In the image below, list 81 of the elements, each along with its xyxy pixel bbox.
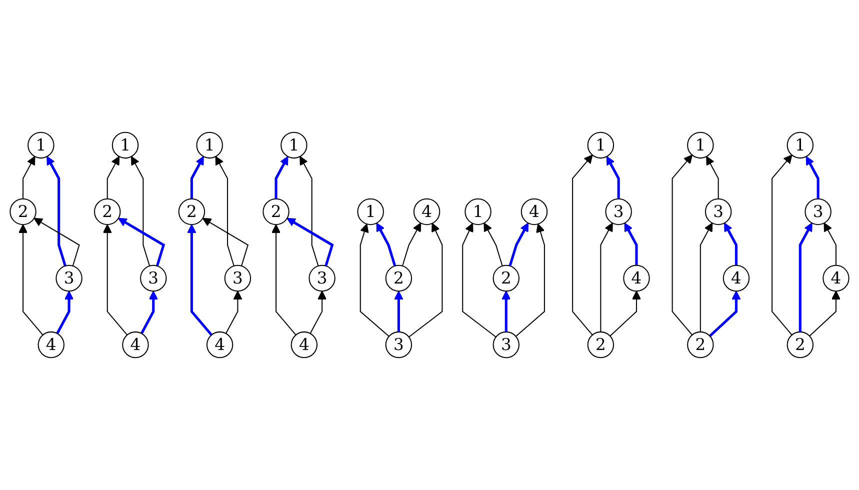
arrow — [772, 154, 792, 336]
arrow — [708, 290, 741, 337]
node-circle: 1 — [687, 132, 714, 159]
arrow — [286, 218, 334, 266]
arrow — [34, 218, 80, 266]
arrow — [572, 154, 593, 336]
node-circle: 1 — [112, 132, 139, 159]
node-circle: 3 — [308, 264, 336, 292]
arrow — [502, 290, 511, 332]
node-circle: 3 — [56, 264, 82, 292]
node-circle: 4 — [722, 264, 750, 292]
arrow — [700, 222, 713, 332]
arrow — [300, 156, 319, 266]
arrow — [462, 223, 496, 338]
arrow — [484, 222, 503, 266]
arrow — [225, 290, 242, 334]
node-circle: 3 — [385, 331, 412, 358]
node-circle: 2 — [385, 264, 412, 292]
node-circle: 3 — [492, 331, 520, 358]
arrow — [798, 222, 812, 332]
arrow — [508, 222, 529, 266]
node-circle: 4 — [38, 331, 64, 358]
arrow — [724, 222, 738, 266]
node-circle: 4 — [623, 264, 650, 292]
arrow — [140, 290, 158, 334]
arrow — [190, 156, 204, 199]
arrow — [706, 156, 719, 199]
node-circle: 4 — [206, 331, 234, 358]
arrow — [610, 290, 641, 336]
arrow — [46, 156, 66, 266]
node-circle: 3 — [704, 198, 732, 226]
arrow — [102, 224, 128, 336]
arrow — [824, 222, 836, 266]
arrow — [118, 218, 166, 266]
arrow — [202, 218, 249, 266]
arrow — [600, 222, 613, 332]
node-circle: 4 — [822, 264, 850, 292]
node-circle: 1 — [28, 132, 54, 159]
arrow — [215, 156, 234, 266]
node-circle: 1 — [587, 132, 614, 159]
node-circle: 2 — [492, 264, 520, 292]
node-circle: 3 — [605, 198, 632, 226]
node-circle: 2 — [786, 331, 814, 358]
arrow — [22, 156, 36, 199]
arrow — [402, 222, 422, 266]
node-circle: 2 — [94, 198, 121, 226]
arrow — [516, 224, 545, 337]
arrow — [106, 156, 120, 199]
arrow — [360, 224, 390, 337]
arrow — [130, 156, 150, 266]
node-circle: 1 — [464, 198, 492, 226]
node-circle: 3 — [140, 264, 167, 292]
node-circle: 1 — [357, 198, 384, 226]
node-circle: 4 — [122, 331, 149, 358]
node-circle: 4 — [413, 198, 440, 226]
node-circle: 4 — [520, 198, 548, 226]
arrow — [806, 156, 820, 199]
arrow — [408, 223, 443, 338]
arrow — [606, 156, 620, 199]
node-circle: 3 — [804, 198, 832, 226]
node-circle: 2 — [687, 331, 714, 358]
node-circle: 2 — [178, 198, 206, 226]
node-circle: 2 — [262, 198, 290, 226]
arrow — [187, 224, 212, 336]
arrow — [624, 222, 638, 266]
node-circle: 1 — [196, 132, 223, 159]
arrow — [274, 156, 288, 199]
node-circle: 1 — [786, 132, 814, 159]
arrow — [18, 224, 44, 336]
node-circle: 2 — [587, 331, 614, 358]
arrow — [376, 222, 396, 266]
node-circle: 3 — [224, 264, 252, 292]
node-circle: 1 — [280, 132, 308, 159]
arrow — [56, 290, 74, 334]
arrow — [272, 224, 296, 336]
node-circle: 4 — [290, 331, 318, 358]
arrow — [672, 154, 693, 336]
node-circle: 2 — [10, 198, 36, 226]
arrow — [310, 290, 327, 334]
arrow — [394, 290, 404, 332]
arrow — [809, 290, 840, 336]
